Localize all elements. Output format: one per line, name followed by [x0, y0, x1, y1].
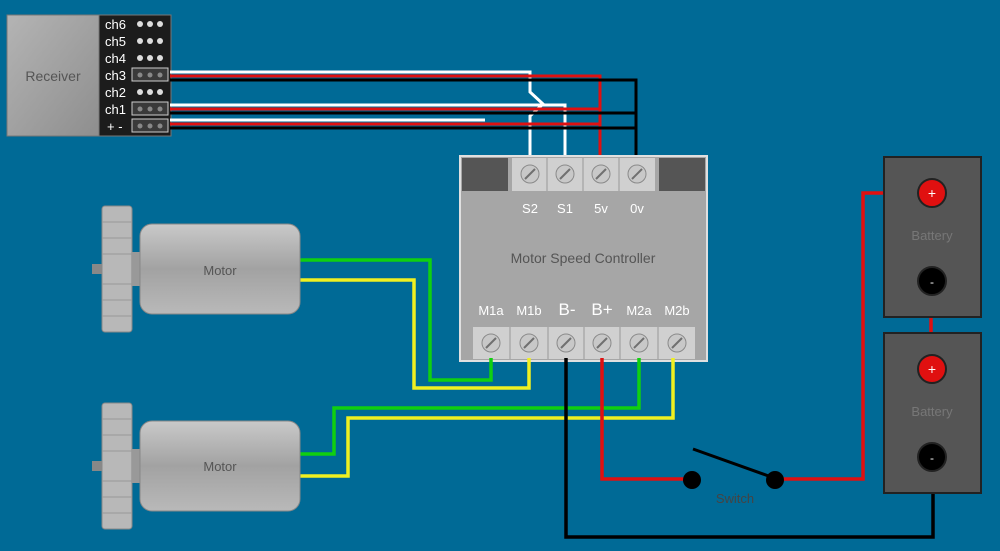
battery-label: Battery — [911, 404, 953, 419]
switch-label: Switch — [716, 491, 754, 506]
motor-label: Motor — [203, 459, 237, 474]
terminal-label-5v: 5v — [594, 201, 608, 216]
motor-speed-controller: S2 S1 5v 0v Motor Speed Controller M1a M… — [459, 155, 708, 362]
channel-label: ch4 — [105, 51, 126, 66]
channel-power: + - — [107, 118, 169, 134]
channel-ch6: ch6 — [105, 17, 163, 32]
battery-negative-label: - — [930, 275, 934, 289]
receiver: Receiver ch6 ch5 ch4 ch3 ch2 ch1 — [6, 14, 172, 137]
motor-label: Motor — [203, 263, 237, 278]
channel-ch4: ch4 — [105, 51, 163, 66]
receiver-label: Receiver — [25, 68, 81, 84]
channel-label: ch3 — [105, 68, 126, 83]
switch: Switch — [683, 447, 784, 506]
battery-bottom: + Battery - — [883, 332, 982, 494]
receiver-wires — [170, 70, 638, 158]
channel-label: ch5 — [105, 34, 126, 49]
switch-terminal — [683, 471, 701, 489]
motor-wires — [300, 258, 675, 478]
terminal-label-s2: S2 — [522, 201, 538, 216]
channel-ch1: ch1 — [105, 101, 169, 117]
battery-positive-terminal — [917, 178, 947, 208]
channel-label: ch6 — [105, 17, 126, 32]
controller-title: Motor Speed Controller — [511, 250, 656, 266]
terminal-label-b-minus: B- — [559, 300, 576, 319]
channel-ch3: ch3 — [105, 67, 169, 83]
terminal-label-b-plus: B+ — [591, 300, 612, 319]
channel-label: ch1 — [105, 102, 126, 117]
channel-ch5: ch5 — [105, 34, 163, 49]
battery-negative-terminal — [917, 442, 947, 472]
battery-positive-label: + — [928, 185, 936, 201]
battery-top: + Battery - — [883, 156, 982, 318]
motor-bottom: Motor — [92, 402, 301, 530]
battery-negative-label: - — [930, 451, 934, 465]
channel-ch2: ch2 — [105, 85, 163, 100]
switch-terminal — [766, 471, 784, 489]
terminal-label-m2a: M2a — [626, 303, 652, 318]
battery-label: Battery — [911, 228, 953, 243]
battery-positive-label: + — [928, 361, 936, 377]
terminal-label-s1: S1 — [557, 201, 573, 216]
terminal-label-m1a: M1a — [478, 303, 504, 318]
battery-negative-terminal — [917, 266, 947, 296]
battery-positive-terminal — [917, 354, 947, 384]
channel-label: + - — [107, 119, 123, 134]
terminal-label-m1b: M1b — [516, 303, 541, 318]
channel-label: ch2 — [105, 85, 126, 100]
motor-top: Motor — [92, 205, 301, 333]
terminal-label-0v: 0v — [630, 201, 644, 216]
terminal-label-m2b: M2b — [664, 303, 689, 318]
